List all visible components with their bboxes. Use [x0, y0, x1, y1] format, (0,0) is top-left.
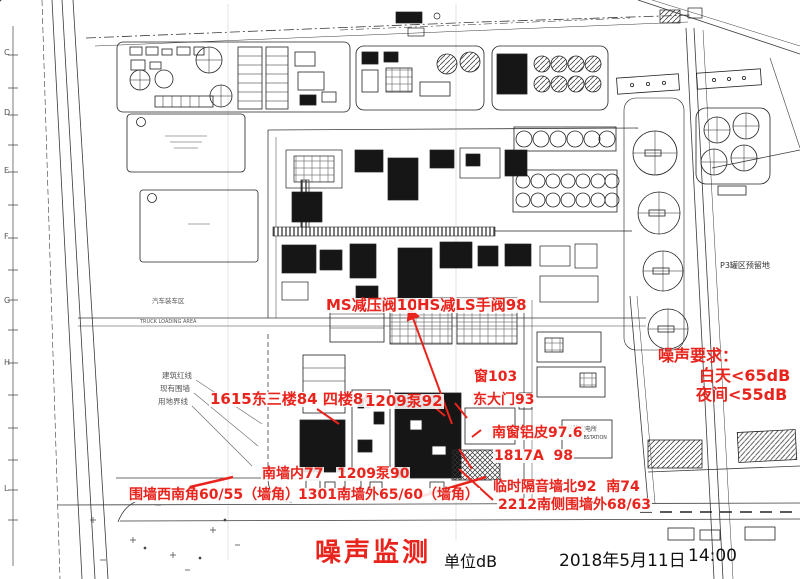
- top-strip-details: [339, 7, 703, 37]
- central-plant: [272, 147, 632, 303]
- axis-letter-f: F: [4, 232, 9, 241]
- annotation-south-window: 南窗铝皮97.6: [491, 425, 584, 441]
- axis-letter-l: L: [4, 484, 9, 493]
- annotation-ms-valve: MS减压阀109: [325, 296, 430, 314]
- land-boundary-label: 用地界线: [158, 397, 188, 406]
- reserved-parcels: [126, 113, 259, 263]
- requirements-title: 噪声要求：: [658, 346, 739, 365]
- footer-title: 噪声监测: [315, 538, 432, 568]
- annotation-east-gate: 东大门93: [472, 392, 536, 408]
- footer-date: 2018年5月11日: [559, 551, 686, 571]
- footer-unit: 单位dB: [444, 552, 498, 571]
- right-tank-farm: [616, 68, 771, 351]
- annotation-pump-90: 1209泵90: [336, 466, 411, 482]
- bottom-right-buildings: [640, 429, 798, 541]
- existing-fence-label: 现有围墙: [160, 384, 190, 393]
- truck-loading-area-label: 汽车装车区 TRUCK LOADING AREA: [140, 297, 197, 325]
- annotation-pump-92: 1209泵92: [364, 392, 444, 410]
- footer-time: 14:00: [688, 546, 737, 566]
- axis-letter-g: G: [4, 296, 11, 305]
- annotation-hs-valve: HS减LS手阀98: [416, 296, 528, 314]
- annotation-sw-fence-corner: 围墙西南角60/55（墙角）: [128, 487, 301, 503]
- wastewater-cluster: [116, 41, 351, 113]
- p3-reserved-area-label: P3罐区预留地: [720, 261, 770, 270]
- annotation-east-building: 1615东三楼84 四楼86: [209, 390, 375, 408]
- south-plant: [299, 297, 613, 493]
- bottom-left-scatter: [0, 0, 240, 571]
- building-red-line-label: 建筑红线: [162, 371, 192, 380]
- annotation-unit-1817a: 1817A 98: [493, 448, 575, 464]
- top-middle-blocks: [355, 45, 609, 111]
- annotation-south-wall-inside: 南墙内77: [261, 466, 325, 482]
- axis-letter-d: D: [4, 108, 11, 117]
- requirement-daytime: 白天<65dB: [699, 366, 791, 385]
- axis-letter-h: H: [4, 358, 11, 367]
- axis-letter-c: C: [4, 48, 10, 57]
- left-ruler: [8, 26, 18, 566]
- axis-letter-e: E: [4, 166, 10, 175]
- annotation-window-103: 窗103: [473, 369, 519, 385]
- annotation-south-wall-outside: 1301南墙外65/60（墙角）: [297, 487, 481, 503]
- annotation-fence-2212: 2212南侧围墙外68/63: [497, 497, 653, 513]
- requirement-night: 夜间<55dB: [696, 385, 788, 404]
- annotation-sound-barrier: 临时隔音墙北92 南74: [492, 479, 641, 495]
- tank-banks: [512, 126, 620, 213]
